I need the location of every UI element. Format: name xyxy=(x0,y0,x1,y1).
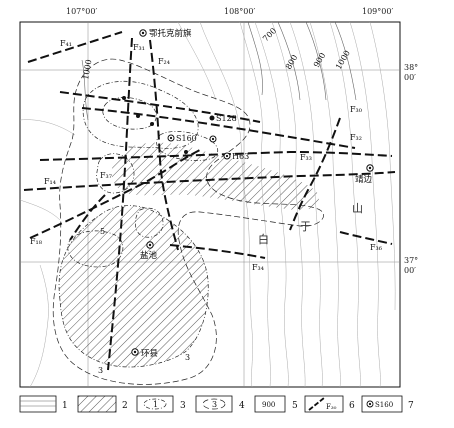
label-dingbian: 靖边 xyxy=(355,174,373,185)
label-baiyushan: 白 于 山 xyxy=(258,202,363,246)
map-frame xyxy=(19,21,401,388)
town-dingbian xyxy=(366,164,374,172)
lon-107-label: 107°00′ xyxy=(66,7,97,16)
lon-109-label: 109°00′ xyxy=(362,7,393,16)
fault-labels: F₄₁ F₃₁ F₂₄ F₃₀ F₃₂ F₃₃ F₁₄ F₁₈ F₃₄ F₃₆ … xyxy=(30,39,382,272)
label-f37: F₃₇ xyxy=(100,171,112,180)
well-small-dot-3 xyxy=(184,150,188,154)
fault-f34 xyxy=(169,244,266,259)
town-huanxian xyxy=(131,348,139,356)
legend-item-5: 900 5 xyxy=(254,395,298,413)
fault-f30 xyxy=(289,117,341,231)
town-yanchi xyxy=(146,241,154,249)
label-etuoke: 鄂托克前旗 xyxy=(149,28,192,39)
fault-f38 xyxy=(339,231,393,245)
well-h63 xyxy=(223,152,231,160)
legend-num-5: 5 xyxy=(292,401,298,411)
fault-f24 xyxy=(149,39,179,251)
thickness-contours xyxy=(58,80,218,368)
well-s160 xyxy=(167,134,175,142)
legend-sym-3: 1 xyxy=(153,400,158,409)
label-h63: H63 xyxy=(232,152,249,161)
label-f24: F₂₄ xyxy=(158,57,170,66)
iso-700-label: 700 xyxy=(261,26,278,43)
legend-item-1: 1 xyxy=(19,395,68,413)
well-small-dot-4 xyxy=(122,96,126,100)
legend-item-3: 1 3 xyxy=(136,395,186,413)
baiyushan-text: 白 于 山 xyxy=(258,202,363,246)
thickness-contours-dashed xyxy=(52,58,324,385)
faults xyxy=(23,31,396,371)
legend: 1 2 1 3 3 4 900 5 F₃₀ 6 xyxy=(19,395,414,413)
well-small-dot-2 xyxy=(136,114,140,118)
well-baiquan xyxy=(209,135,217,143)
baiyushan-char: 山 xyxy=(352,202,363,215)
label-huanxian: 环县 xyxy=(141,349,159,359)
fault-f-sw xyxy=(69,194,106,241)
hatched-zone-south xyxy=(59,205,209,367)
legend-sym-4: 3 xyxy=(212,400,217,409)
label-s128: S128 xyxy=(216,114,237,123)
label-f33: F₃₃ xyxy=(300,153,312,162)
topo-lines xyxy=(20,22,396,387)
isolines xyxy=(81,22,357,121)
legend-sym-7: S160 xyxy=(375,401,393,409)
lat-38-min-label: 00′ xyxy=(404,73,416,82)
well-small-dot-1 xyxy=(150,122,154,126)
label-f31: F₃₁ xyxy=(133,43,145,52)
fault-f33-a xyxy=(81,107,356,149)
lon-108-label: 108°00′ xyxy=(224,7,255,16)
contour-3-label: 3 xyxy=(185,353,190,362)
lat-37-deg-label: 37° xyxy=(404,256,418,265)
fault-f18 xyxy=(29,149,201,239)
iso-800-label: 800 xyxy=(284,53,299,71)
legend-sym-6: F₃₀ xyxy=(326,403,337,411)
legend-num-7: 7 xyxy=(408,401,414,411)
fault-f31 xyxy=(107,37,133,371)
legend-item-4: 3 4 xyxy=(195,395,245,413)
iso-1000-left-label: 1000 xyxy=(81,59,93,81)
label-f14: F₁₄ xyxy=(44,177,56,186)
well-s128-dot xyxy=(209,115,215,121)
iso-1000-label: 1000 xyxy=(334,49,352,71)
label-yanchi: 盐池 xyxy=(140,250,158,261)
hatched-zone-east xyxy=(111,142,319,211)
lat-37-min-label: 00′ xyxy=(404,266,416,275)
legend-item-7: S160 7 xyxy=(361,395,414,413)
legend-num-2: 2 xyxy=(122,401,128,411)
town-etuoke xyxy=(139,29,147,37)
label-f34: F₃₄ xyxy=(252,263,264,272)
label-f41: F₄₁ xyxy=(60,39,72,48)
fault-f14 xyxy=(23,171,396,191)
label-f36: F₃₆ xyxy=(370,243,382,252)
label-f18: F₁₈ xyxy=(30,237,42,246)
town-markers xyxy=(122,29,374,356)
legend-num-6: 6 xyxy=(349,401,355,411)
lat-38-deg-label: 38° xyxy=(404,63,418,72)
fault-f33 xyxy=(39,150,393,161)
label-s160: S160 xyxy=(176,134,197,143)
baiyushan-char: 于 xyxy=(300,220,311,233)
iso-900-label: 900 xyxy=(312,51,327,69)
label-f30: F₃₀ xyxy=(350,105,362,114)
legend-num-4: 4 xyxy=(239,401,245,411)
contour-5-label: 5 xyxy=(100,227,105,236)
fault-f41 xyxy=(27,31,123,63)
legend-item-2: 2 xyxy=(77,395,128,413)
label-f32: F₃₂ xyxy=(350,133,362,142)
legend-num-1: 1 xyxy=(62,401,68,411)
contour-3-low-label: 3 xyxy=(98,366,103,375)
legend-item-6: F₃₀ 6 xyxy=(304,395,355,413)
legend-num-3: 3 xyxy=(180,401,186,411)
baiyushan-char: 白 xyxy=(258,232,269,246)
legend-sym-5: 900 xyxy=(262,401,275,409)
